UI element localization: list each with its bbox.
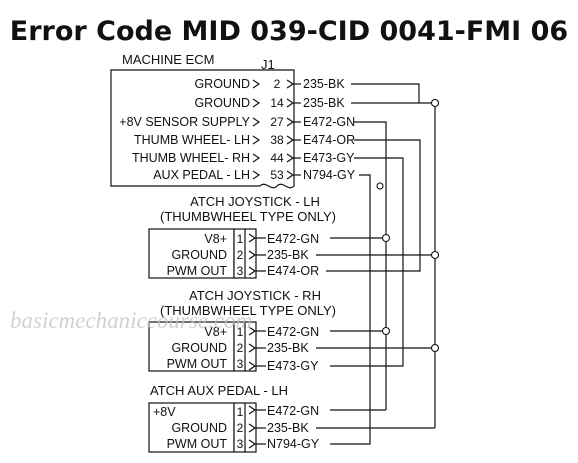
wire-aux-pedal: [330, 174, 371, 445]
wire-label: 235-BK: [267, 248, 309, 262]
splice-junction: [376, 182, 384, 190]
splice-junction: [381, 326, 391, 336]
wire-ground-2: [351, 83, 420, 103]
device-pin-number: 2: [237, 341, 244, 355]
device-pin-number: 1: [237, 405, 244, 419]
wire-label: 235-BK: [267, 341, 309, 355]
device-pin-label: GROUND: [171, 248, 227, 262]
device-pin-number: 2: [237, 248, 244, 262]
device-pin-label: PWM OUT: [167, 264, 228, 278]
device-pin-label: PWM OUT: [167, 357, 228, 371]
device-subtitle: (THUMBWHEEL TYPE ONLY): [160, 209, 336, 224]
device-pin-label: V8+: [204, 325, 227, 339]
watermark-text: basicmechaniccourse.com: [10, 308, 252, 333]
ecm-pin-label: GROUND: [194, 96, 250, 110]
device-joystick-rh: ATCH JOYSTICK - RH (THUMBWHEEL TYPE ONLY…: [148, 288, 336, 373]
wire-label: N794-GY: [303, 168, 356, 182]
device-pin-number: 2: [237, 421, 244, 435]
pin-contact-icon: [252, 170, 261, 180]
wire-label: E472-GN: [267, 404, 319, 418]
wire-label: 235-BK: [303, 96, 345, 110]
ecm-pin-number: 2: [274, 77, 281, 91]
pin-arrow-icon: [286, 79, 295, 89]
device-pin-label: GROUND: [171, 421, 227, 435]
device-pin-number: 1: [237, 325, 244, 339]
ecm-connector-body: [259, 69, 295, 189]
device-pin-number: 1: [237, 232, 244, 246]
device-title: ATCH AUX PEDAL - LH: [150, 383, 288, 398]
pin-arrow-icon: [248, 266, 257, 276]
wire-bus: [316, 83, 440, 445]
ecm-box: [110, 69, 260, 187]
pin-arrow-icon: [248, 326, 257, 336]
device-box: [148, 402, 235, 453]
splice-junction: [430, 98, 440, 108]
ecm-pin-label: +8V SENSOR SUPPLY: [119, 115, 250, 129]
ecm-pin-number: 38: [270, 133, 284, 147]
wire-label: N794-GY: [267, 437, 320, 451]
ecm-pin-number: 44: [270, 151, 284, 165]
wire-label: E474-OR: [303, 133, 355, 147]
ecm-pin-number: 27: [270, 115, 284, 129]
device-pin-label: +8V: [153, 405, 176, 419]
machine-ecm: MACHINE ECM J1 GROUND GROUND +8V SENSOR …: [110, 52, 356, 189]
pin-arrow-icon: [248, 405, 257, 415]
diagram-title: Error Code MID 039-CID 0041-FMI 06: [10, 16, 568, 47]
wire-thumb-lh: [326, 139, 421, 272]
wire-supply-27: [354, 121, 387, 410]
pin-arrow-icon: [248, 343, 257, 353]
ecm-pin-label: AUX PEDAL - LH: [153, 168, 250, 182]
ecm-pin-label: THUMB WHEEL- LH: [134, 133, 250, 147]
pin-contact-icon: [252, 79, 261, 89]
wire-thumb-rh: [330, 157, 404, 367]
pin-arrow-icon: [248, 361, 257, 371]
device-box: [148, 321, 235, 372]
pin-contact-icon: [252, 135, 261, 145]
pin-arrow-icon: [248, 423, 257, 433]
pin-arrow-icon: [286, 98, 295, 108]
wire-label: E472-GN: [267, 325, 319, 339]
wire-label: 235-BK: [303, 77, 345, 91]
ecm-pin-number: 53: [270, 168, 284, 182]
ecm-pin-number: 14: [270, 96, 284, 110]
wire-label: E472-GN: [303, 115, 355, 129]
ecm-pin-label: THUMB WHEEL- RH: [132, 151, 250, 165]
ecm-connector-id: J1: [261, 57, 275, 72]
device-pin-number: 3: [237, 357, 244, 371]
pin-contact-icon: [252, 98, 261, 108]
device-box: [148, 228, 235, 279]
wire-label: E473-GY: [303, 151, 355, 165]
splice-junction: [381, 233, 391, 243]
pin-arrow-icon: [286, 153, 295, 163]
device-title: ATCH JOYSTICK - RH: [189, 288, 321, 303]
device-pin-number: 3: [237, 437, 244, 451]
ecm-title: MACHINE ECM: [122, 52, 214, 67]
pin-arrow-icon: [286, 170, 295, 180]
device-pin-label: GROUND: [171, 341, 227, 355]
pin-contact-icon: [252, 117, 261, 127]
splice-junction: [430, 250, 440, 260]
device-joystick-lh: ATCH JOYSTICK - LH (THUMBWHEEL TYPE ONLY…: [148, 194, 336, 279]
device-pin-label: PWM OUT: [167, 437, 228, 451]
pin-arrow-icon: [248, 439, 257, 449]
wire-label: E474-OR: [267, 264, 319, 278]
device-title: ATCH JOYSTICK - LH: [190, 194, 320, 209]
wire-label: E473-GY: [267, 359, 319, 373]
pin-arrow-icon: [248, 250, 257, 260]
wire-ground-14: [351, 102, 436, 428]
pin-arrow-icon: [248, 233, 257, 243]
pin-arrow-icon: [286, 135, 295, 145]
ecm-pin-label: GROUND: [194, 77, 250, 91]
device-pin-label: V8+: [204, 232, 227, 246]
device-aux-pedal-lh: ATCH AUX PEDAL - LH +8V GROUND PWM OUT 1…: [148, 383, 320, 453]
wire-label: 235-BK: [267, 421, 309, 435]
device-pin-number: 3: [237, 264, 244, 278]
wire-label: E472-GN: [267, 232, 319, 246]
splice-junction: [430, 343, 440, 353]
device-subtitle: (THUMBWHEEL TYPE ONLY): [160, 303, 336, 318]
pin-arrow-icon: [286, 117, 295, 127]
pin-contact-icon: [252, 153, 261, 163]
